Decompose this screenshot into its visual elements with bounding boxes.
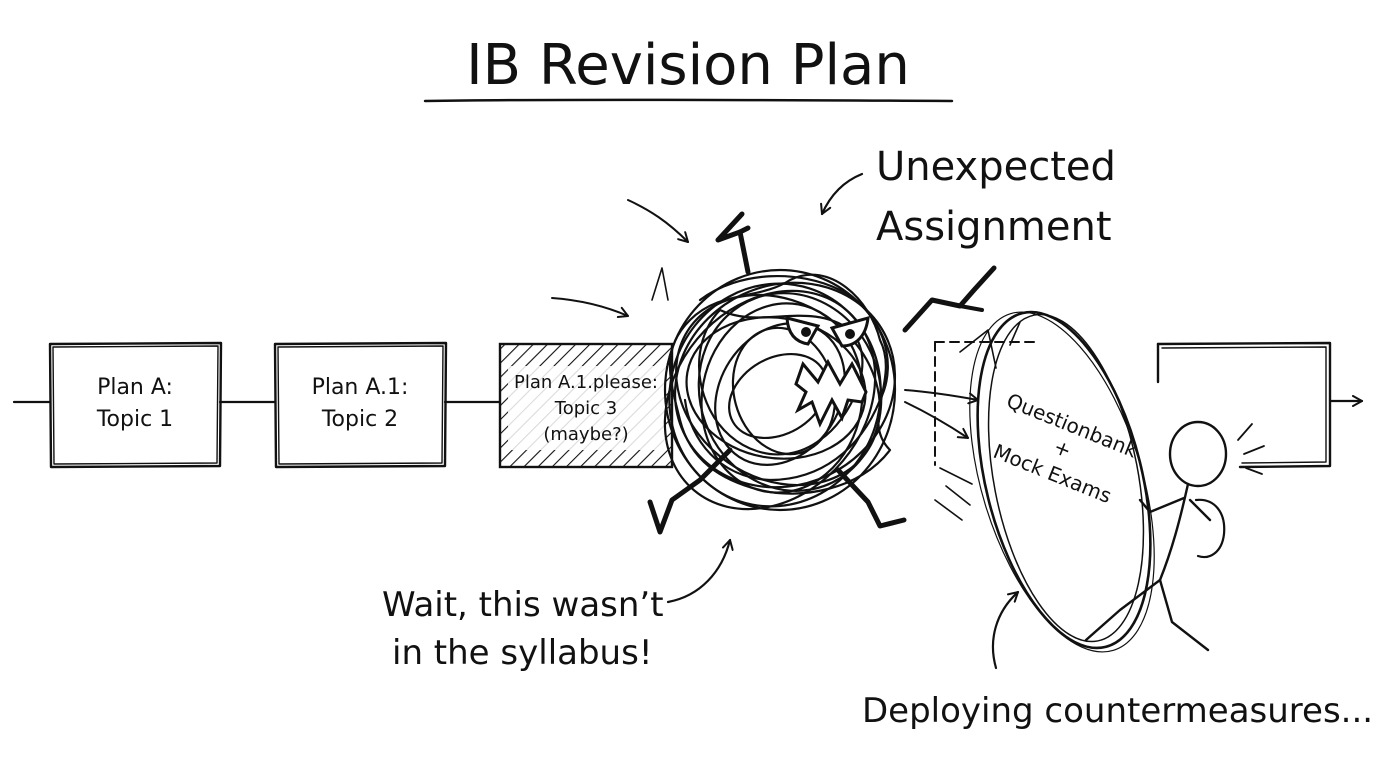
plan-box-2-line1: Plan A.1: — [312, 375, 409, 400]
stick-figure-student-icon — [1084, 420, 1265, 652]
unexpected-line2: Assignment — [876, 204, 1112, 250]
plan-box-2-line2: Topic 2 — [321, 407, 398, 432]
plan-box-1-line2: Topic 1 — [96, 407, 173, 432]
plan-box-1: Plan A: Topic 1 — [48, 341, 223, 469]
title-underline — [423, 98, 954, 103]
unexpected-assignment-label: Unexpected Assignment — [820, 144, 1116, 250]
deploying-text: Deploying countermeasures... — [862, 691, 1373, 731]
backpack-icon — [1194, 498, 1226, 559]
plan-box-next — [1156, 341, 1332, 469]
syllabus-complaint-label: Wait, this wasn’t in the syllabus! — [382, 538, 734, 673]
unexpected-line1: Unexpected — [876, 144, 1116, 190]
plan-box-3-text-backing — [508, 366, 666, 450]
wait-line1: Wait, this wasn’t — [382, 585, 664, 625]
monster-mouth — [794, 358, 868, 428]
scribble-monster-icon — [647, 211, 1021, 535]
shield-line2: + — [1050, 434, 1075, 463]
page-title: IB Revision Plan — [466, 33, 910, 98]
title-group: IB Revision Plan — [423, 33, 954, 103]
deploying-label: Deploying countermeasures... — [862, 590, 1373, 731]
plan-box-1-line1: Plan A: — [97, 375, 173, 400]
plan-box-3-line2: Topic 3 — [554, 398, 617, 419]
timeline — [12, 341, 1364, 466]
chaos-arrows — [551, 199, 979, 521]
plan-box-2: Plan A.1: Topic 2 — [273, 341, 448, 469]
plan-box-3: Plan A.1.please: Topic 3 (maybe?) — [498, 342, 674, 469]
plan-box-3-line3: (maybe?) — [543, 424, 628, 445]
wait-line2: in the syllabus! — [392, 633, 652, 673]
plan-box-3-line1: Plan A.1.please: — [514, 372, 658, 393]
oval-shield-icon: Questionbank + Mock Exams — [969, 310, 1155, 653]
